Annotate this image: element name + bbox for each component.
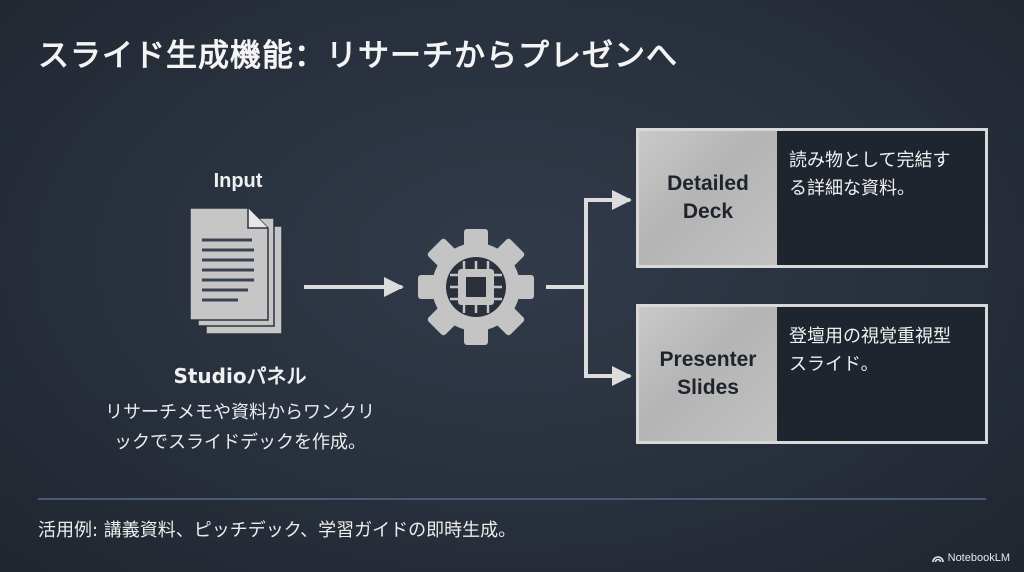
output-card-detailed-deck: Detailed Deck 読み物として完結す る詳細な資料。 (636, 128, 988, 268)
notebooklm-logo-icon (931, 555, 944, 562)
footer-note: 活用例: 講義資料、ピッチデック、学習ガイドの即時生成。 (38, 520, 517, 541)
output-description-line: 読み物として完結す (789, 150, 951, 171)
output-name-line: Deck (682, 200, 734, 223)
footer-divider (38, 498, 986, 500)
documents-icon (189, 207, 283, 335)
brand-name: NotebookLM (947, 552, 1010, 564)
output-description-line: スライド。 (789, 354, 879, 375)
output-card-presenter-slides: Presenter Slides 登壇用の視覚重視型 スライド。 (636, 304, 988, 444)
input-label: Input (213, 170, 263, 192)
description-line: ックでスライドデックを作成。 (114, 432, 366, 453)
output-name-line: Detailed (667, 172, 749, 195)
output-name: Detailed Deck (639, 131, 777, 265)
output-name-line: Slides (677, 376, 739, 399)
output-description-line: る詳細な資料。 (789, 178, 915, 199)
branch-arrow-top (584, 190, 632, 289)
branch-arrow-bottom (584, 285, 632, 386)
output-description: 登壇用の視覚重視型 スライド。 (777, 307, 985, 441)
description-line: リサーチメモや資料からワンクリ (105, 402, 375, 423)
brand-mark: NotebookLM (931, 552, 1010, 564)
output-name-line: Presenter (659, 348, 757, 371)
output-name: Presenter Slides (639, 307, 777, 441)
gear-chip-icon (418, 229, 534, 345)
output-description-line: 登壇用の視覚重視型 (789, 326, 951, 347)
page-title: スライド生成機能：リサーチからプレゼンへ (38, 38, 678, 74)
studio-panel-heading: Studioパネル (173, 364, 307, 388)
studio-panel-description: リサーチメモや資料からワンクリ ックでスライドデックを作成。 (80, 398, 400, 458)
output-description: 読み物として完結す る詳細な資料。 (777, 131, 985, 265)
